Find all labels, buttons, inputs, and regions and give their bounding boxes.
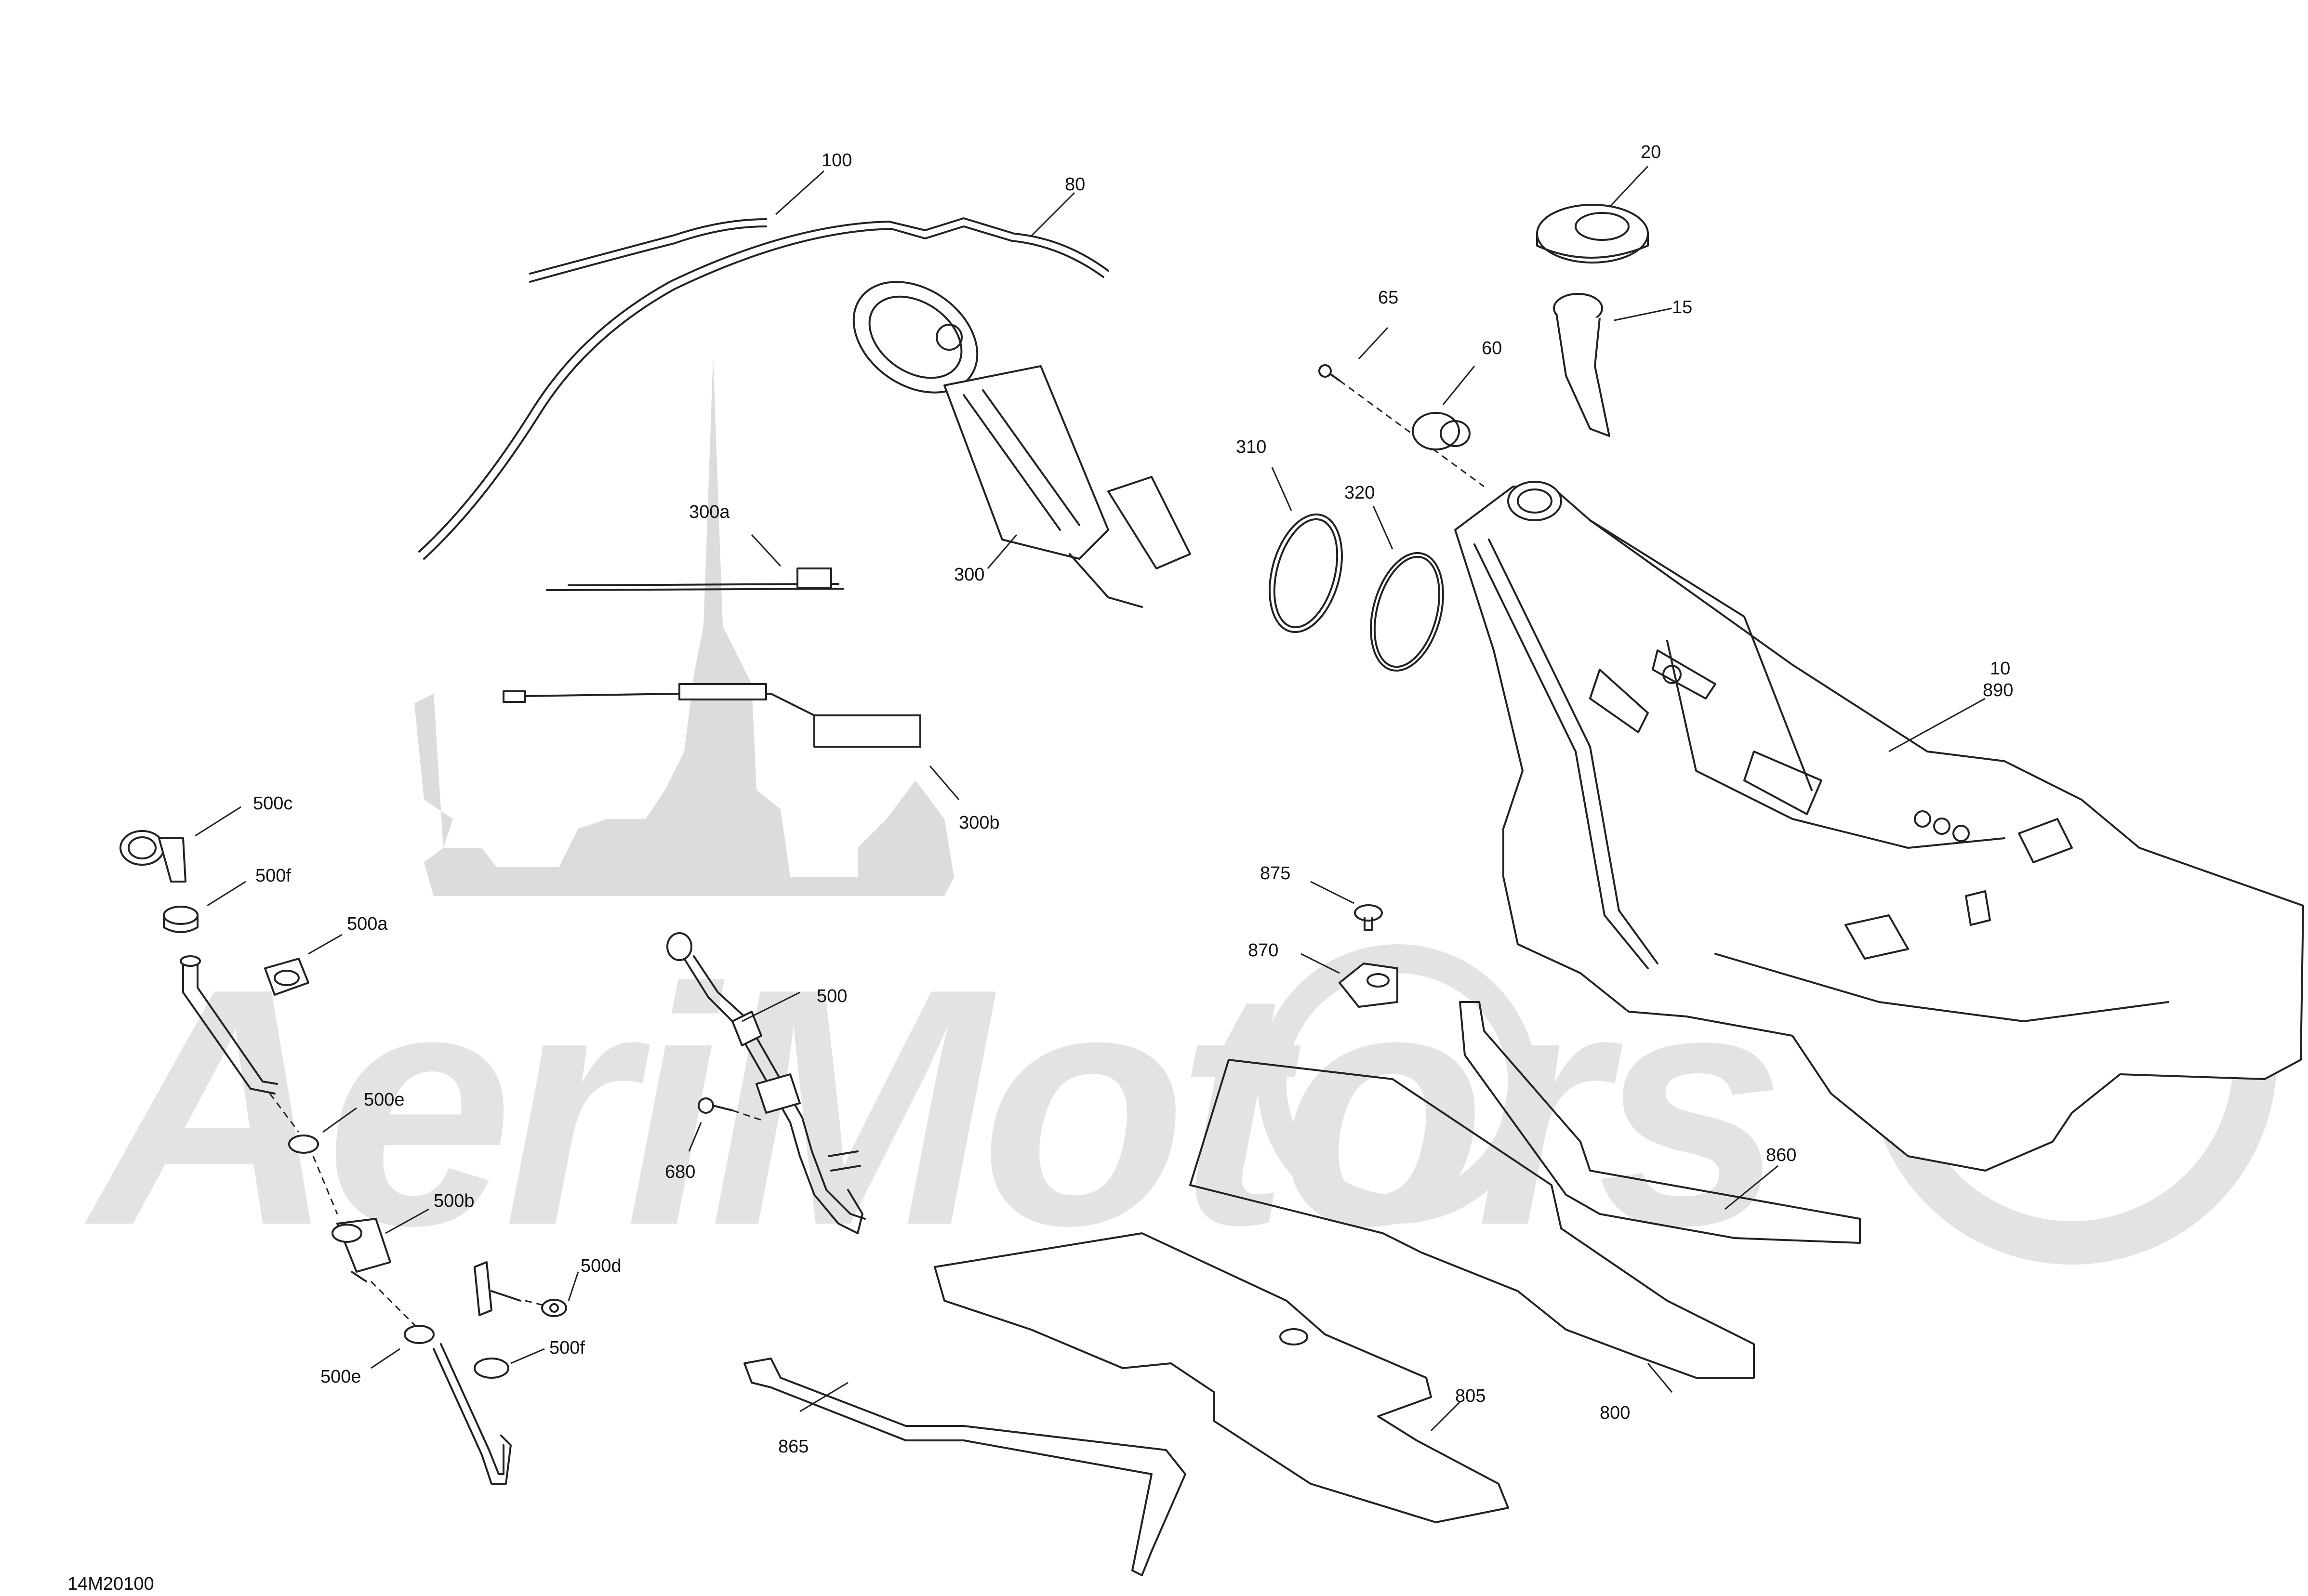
part-870-grommet: 870 bbox=[1248, 940, 1398, 1008]
part-875-screw: 875 bbox=[1260, 863, 1383, 931]
part-800-tank-pad: 800 bbox=[1189, 1059, 1755, 1423]
callout-800: 800 bbox=[1600, 1403, 1630, 1423]
callout-20: 20 bbox=[1641, 142, 1661, 162]
callout-500b: 500b bbox=[434, 1191, 475, 1211]
part-300b-float-arm: 300b bbox=[503, 683, 1000, 833]
part-500a-clamp: 500a bbox=[264, 914, 388, 996]
part-500e-clamp-bottom: 500e bbox=[320, 1325, 435, 1387]
callout-500a: 500a bbox=[347, 914, 388, 934]
callout-300: 300 bbox=[954, 565, 984, 585]
callout-10: 10 bbox=[1990, 659, 2010, 679]
part-15-filler-neck: 15 bbox=[1553, 293, 1692, 437]
part-10-fuel-tank: 10 890 bbox=[1454, 481, 2304, 1172]
callout-65: 65 bbox=[1378, 288, 1398, 308]
part-320-o-ring: 320 bbox=[1344, 483, 1444, 672]
callout-310: 310 bbox=[1236, 437, 1266, 457]
part-80-tube: 80 bbox=[418, 174, 1109, 560]
callout-300b: 300b bbox=[959, 813, 1000, 833]
callout-500: 500 bbox=[817, 986, 847, 1006]
watermark-wheel-small bbox=[1258, 944, 1537, 1224]
callout-860: 860 bbox=[1766, 1145, 1796, 1165]
callout-100: 100 bbox=[822, 150, 852, 171]
part-805-tank-pad: 805 bbox=[934, 1232, 1509, 1523]
part-100-tube: 100 bbox=[529, 150, 852, 283]
callout-60: 60 bbox=[1482, 338, 1502, 358]
part-310-lock-ring: 310 bbox=[1236, 437, 1343, 633]
part-300a-level-sender: 300a bbox=[546, 502, 844, 591]
callout-805: 805 bbox=[1455, 1386, 1486, 1406]
callout-320: 320 bbox=[1344, 483, 1375, 503]
callout-500c: 500c bbox=[253, 793, 292, 814]
part-865-support-bracket: 865 bbox=[743, 1358, 1186, 1576]
part-20-fuel-cap: 20 bbox=[1536, 142, 1661, 264]
callout-500d: 500d bbox=[581, 1256, 622, 1276]
watermark-spire-shape bbox=[414, 356, 954, 896]
part-500-hose-left bbox=[180, 955, 300, 1133]
callout-15: 15 bbox=[1672, 297, 1692, 317]
callout-500f-top: 500f bbox=[255, 866, 291, 886]
part-680-screw: 680 bbox=[665, 1097, 762, 1182]
callout-865: 865 bbox=[778, 1437, 809, 1457]
part-500e-clamp-top: 500e bbox=[288, 1090, 405, 1154]
part-500f-clamp-bottom: 500f bbox=[474, 1338, 585, 1379]
part-300-fuel-pump: 300 bbox=[852, 281, 1191, 608]
callout-500e-top: 500e bbox=[364, 1090, 405, 1110]
part-500c-quick-connector: 500c bbox=[119, 793, 292, 883]
callout-500f-bottom: 500f bbox=[549, 1338, 585, 1358]
callout-680: 680 bbox=[665, 1162, 695, 1182]
callout-300a: 300a bbox=[689, 502, 730, 522]
part-860-support-bracket: 860 bbox=[1459, 1001, 1861, 1244]
diagram-id: 14M20100 bbox=[67, 1574, 154, 1594]
part-500-fuel-line: 500 bbox=[666, 932, 866, 1234]
part-500-hose-lower bbox=[433, 1343, 512, 1485]
callout-890: 890 bbox=[1983, 680, 2013, 700]
callout-500e-bottom: 500e bbox=[320, 1367, 361, 1387]
callout-875: 875 bbox=[1260, 863, 1290, 884]
part-500f-clamp-top: 500f bbox=[163, 866, 291, 933]
callout-870: 870 bbox=[1248, 940, 1278, 961]
callout-80: 80 bbox=[1065, 174, 1085, 195]
part-60-rollover-valve: 60 bbox=[1412, 338, 1502, 450]
part-65-screw: 65 bbox=[1318, 288, 1485, 488]
part-500b-fuel-filter: 500b bbox=[312, 1156, 475, 1331]
part-500d-fitting: 500d bbox=[474, 1256, 622, 1317]
